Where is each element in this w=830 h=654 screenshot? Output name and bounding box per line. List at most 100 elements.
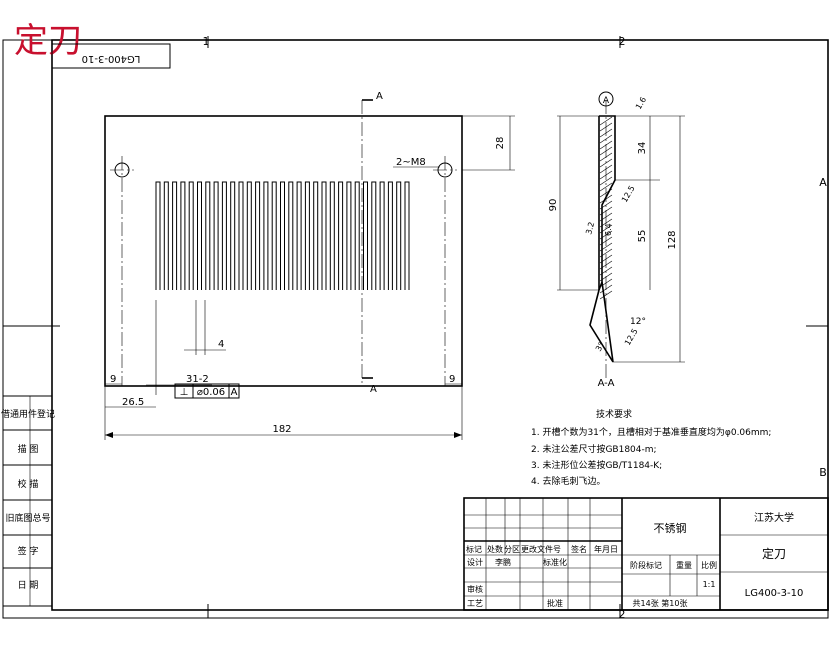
hatch-line xyxy=(599,254,613,264)
tb-sheet-info: 共14张 第10张 xyxy=(633,598,688,608)
dim-thickness-top: 1.6 xyxy=(634,95,648,111)
hatch-line xyxy=(599,140,613,150)
slot xyxy=(188,181,194,290)
dim-182: 182 xyxy=(272,424,291,435)
dim-12-5: 12.5 xyxy=(620,184,637,204)
hatch-line xyxy=(599,242,613,252)
dim-12deg: 12° xyxy=(630,317,646,327)
section-view-label: A-A xyxy=(598,378,615,389)
hatch-line xyxy=(599,116,613,126)
slot xyxy=(255,181,261,290)
slot xyxy=(213,181,219,290)
slot xyxy=(155,181,161,290)
hatch-line xyxy=(599,206,613,216)
hatch-line xyxy=(599,224,613,234)
slot xyxy=(387,181,393,290)
dim-31-2: 31-2 xyxy=(186,374,209,385)
slot xyxy=(313,181,319,290)
hatch-line xyxy=(599,182,613,192)
dim-55: 55 xyxy=(637,230,648,243)
tb-review: 审核 xyxy=(467,584,483,594)
zone-letter-a: A xyxy=(819,176,827,189)
tb-approve: 批准 xyxy=(547,598,563,608)
slot xyxy=(288,181,294,290)
slot xyxy=(172,181,178,290)
dim-90: 90 xyxy=(548,199,559,212)
side-label: 借通用件登记 xyxy=(1,408,55,420)
title-stamp: 定刀 xyxy=(14,21,82,61)
hatch-line xyxy=(599,170,613,180)
tolerance-value: ⌀0.06 xyxy=(197,387,225,398)
tb-school: 江苏大学 xyxy=(754,511,794,524)
title-block-grid xyxy=(463,497,829,611)
hatch-line xyxy=(599,164,613,174)
inner-frame xyxy=(51,39,829,611)
tolerance-datum: A xyxy=(231,387,238,398)
section-view xyxy=(589,100,616,380)
hatch-line xyxy=(599,176,613,186)
tech-item: 1. 开槽个数为31个，且槽相对于基准垂直度均为φ0.06mm; xyxy=(531,426,771,438)
slot xyxy=(338,181,344,290)
hatch-line xyxy=(599,188,613,198)
tech-heading: 技术要求 xyxy=(596,408,632,420)
tb-material: 不锈钢 xyxy=(654,522,687,535)
plate-outline xyxy=(104,115,463,387)
tech-item: 4. 去除毛刺飞边。 xyxy=(531,475,605,487)
tb-header: 处数 xyxy=(487,544,503,554)
slot xyxy=(163,181,169,290)
tb-header: 更改文件号 xyxy=(521,544,561,554)
outer-frame xyxy=(2,39,829,619)
hatch-line xyxy=(599,122,613,132)
mounting-hole-right xyxy=(433,156,457,386)
section-hatch xyxy=(599,116,613,300)
tb-header: 年月日 xyxy=(594,544,618,554)
hatch-line xyxy=(599,194,613,204)
thread-note: 2~M8 xyxy=(396,157,426,168)
slot xyxy=(205,181,211,290)
slot xyxy=(180,181,186,290)
tb-scale-value: 1:1 xyxy=(703,580,716,589)
tb-part-name: 定刀 xyxy=(762,546,786,561)
side-label: 旧底图总号 xyxy=(5,512,50,524)
mounting-hole-left xyxy=(110,156,134,386)
hatch-line xyxy=(599,230,613,240)
dim-3-2: 3.2 xyxy=(584,221,596,236)
hatch-line xyxy=(599,272,613,282)
dim-3deg: 3° xyxy=(594,341,606,353)
slot xyxy=(363,181,368,290)
slot xyxy=(371,181,377,290)
dim-128: 128 xyxy=(667,230,678,249)
slot xyxy=(396,181,402,290)
hatch-line xyxy=(599,260,613,270)
dim-9-left: 9 xyxy=(110,374,116,385)
tb-header: 标记 xyxy=(466,544,482,554)
slot-array xyxy=(155,181,410,290)
zone-number-1: 1 xyxy=(203,35,210,48)
slot xyxy=(329,181,335,290)
tb-weight: 重量 xyxy=(676,560,692,570)
slot xyxy=(280,181,285,290)
side-label: 日 期 xyxy=(18,580,39,591)
hatch-line xyxy=(599,128,613,138)
dim-12-5-bottom: 12.5 xyxy=(623,327,640,347)
tb-designer: 李鹏 xyxy=(495,557,511,567)
slot xyxy=(354,181,360,290)
slot xyxy=(238,181,244,290)
tech-item: 3. 未注形位公差按GB/T1184-K; xyxy=(531,459,662,471)
dim-9-right: 9 xyxy=(449,374,455,385)
slot xyxy=(304,181,310,290)
corner-code-box xyxy=(51,43,171,69)
side-table xyxy=(2,395,53,607)
tb-drawing-no: LG400-3-10 xyxy=(745,588,804,599)
slot xyxy=(263,181,269,290)
hatch-line xyxy=(599,212,613,222)
tb-header: 签名 xyxy=(571,544,587,554)
dim-6-4: 6.4 xyxy=(604,223,613,236)
datum-circle xyxy=(598,91,614,107)
hatch-line xyxy=(599,134,613,144)
slot xyxy=(230,181,236,290)
slot xyxy=(321,181,327,290)
side-label: 校 描 xyxy=(18,478,39,490)
dim-26-5: 26.5 xyxy=(122,397,144,408)
tech-item: 2. 未注公差尺寸按GB1804-m; xyxy=(531,443,657,455)
